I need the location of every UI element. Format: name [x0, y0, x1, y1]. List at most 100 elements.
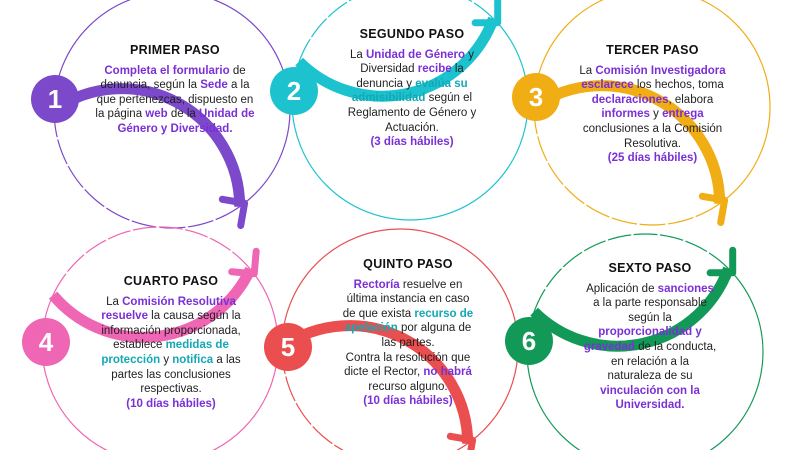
body-text: de la	[167, 108, 199, 121]
highlight-text: (10 días hábiles)	[126, 397, 216, 410]
step-4-arc-dot	[105, 238, 109, 241]
highlight-text: Comisión Investigadora	[595, 64, 726, 77]
highlight-text: Unidad de Género	[366, 48, 466, 61]
step-2-arc-dot	[471, 0, 475, 4]
body-text: Resolutiva.	[624, 137, 681, 150]
step-5-number: 5	[280, 332, 296, 362]
step-3-arc-dot	[693, 215, 696, 219]
body-text: conclusiones a la Comisión	[582, 122, 723, 135]
highlight-text: vinculación con la	[600, 384, 700, 397]
step-1-arrowhead	[218, 195, 249, 229]
step-3-arc	[530, 80, 726, 204]
step-line: (10 días hábiles)	[318, 394, 498, 409]
step-line: Género y Diversidad.	[85, 122, 265, 137]
highlight-text: (10 días hábiles)	[363, 395, 453, 408]
step-3-number: 3	[528, 82, 544, 112]
step-1-title: PRIMER PASO	[130, 43, 220, 57]
step-3-arc-dot	[609, 216, 612, 219]
step-line: partes las conclusiones	[78, 368, 264, 383]
step-line: última instancia en caso	[318, 292, 498, 307]
step-line: proporcionalidad y	[560, 325, 740, 340]
step-1-arc-dot	[129, 219, 132, 222]
step-6-arc-dot	[683, 239, 686, 242]
step-1-arc-dot	[66, 163, 69, 167]
step-3-body: La Comisión Investigadora esclarece los h…	[560, 64, 745, 166]
step-3-arc-dot	[536, 134, 539, 137]
body-text: La	[579, 64, 596, 77]
step-line: denuncia, según la Sede a la	[85, 78, 265, 93]
body-text: de	[229, 64, 246, 77]
step-4-arc-dot	[83, 252, 87, 256]
step-5-badge: 5	[264, 323, 312, 371]
step-line: Actuación.	[322, 121, 502, 136]
step-line: protección y notifica a las	[78, 353, 264, 368]
step-2-arc-dot	[309, 36, 313, 40]
highlight-text: (25 días hábiles)	[607, 152, 698, 165]
body-text: los hechos, toma	[633, 79, 724, 92]
step-2-arc-dot	[326, 16, 329, 20]
step-1-arc-dot	[56, 137, 59, 140]
step-line: gravedad de la conducta,	[560, 340, 740, 355]
highlight-text: proporcionalidad y	[598, 326, 702, 339]
step-2-arc-dot	[346, 0, 350, 3]
step-line: que pertenezcas, dispuesto en	[85, 93, 265, 108]
body-text: Diversidad	[360, 63, 418, 76]
body-text: a las	[213, 353, 241, 366]
step-line: conclusiones a la Comisión	[560, 122, 745, 137]
highlight-text: notifica	[172, 353, 214, 366]
step-1-arc-dot	[104, 206, 107, 209]
body-text: de la conducta,	[634, 340, 717, 353]
step-4-number: 4	[38, 327, 54, 357]
step-1-arc-dot	[185, 225, 189, 229]
step-2-number: 2	[286, 76, 302, 106]
body-text: naturaleza de su	[607, 370, 693, 383]
step-5-arc	[278, 320, 474, 444]
step-line: Universidad.	[560, 398, 740, 413]
body-text: denuncia, según la	[100, 79, 201, 92]
body-text: a la	[227, 79, 250, 92]
step-3-arc-dot	[584, 203, 587, 206]
highlight-text: Comisión Resolutiva	[122, 295, 236, 308]
step-line: respectivas.	[78, 382, 264, 397]
step-1-arc-dot	[82, 187, 86, 190]
step-line: Completa el formulario de	[85, 64, 265, 79]
step-line: apelación por alguna de	[318, 321, 498, 336]
highlight-text: sanciones	[657, 282, 714, 295]
step-6-arrowhead	[706, 246, 737, 277]
step-3-badge: 3	[512, 73, 560, 121]
body-text: Actuación.	[385, 121, 439, 134]
body-text: en relación a la	[611, 355, 689, 368]
highlight-text: esclarece	[581, 79, 634, 92]
step-line: según la	[560, 311, 740, 326]
step-line: La Unidad de Género y	[322, 48, 502, 63]
body-text: la	[451, 63, 464, 76]
step-line: resuelve la causa según la	[78, 309, 264, 324]
step-line: naturaleza de su	[560, 369, 740, 384]
highlight-text: Sede	[200, 79, 228, 92]
highlight-text: medidas de	[165, 339, 229, 352]
step-4-arc-dot	[182, 228, 186, 231]
body-text: y	[649, 108, 663, 121]
step-line: (3 días hábiles)	[322, 135, 502, 150]
step-4-arc-dot	[156, 225, 159, 229]
step-line: (10 días hábiles)	[78, 397, 264, 412]
body-text: la página	[95, 108, 146, 121]
highlight-text: Unidad de	[198, 108, 255, 121]
step-6-arc-dot	[657, 233, 660, 237]
body-text: establece	[113, 339, 166, 352]
step-line: vinculación con la	[560, 384, 740, 399]
body-text: la causa según la	[147, 310, 241, 323]
body-text: respectivas.	[140, 383, 202, 396]
step-line: (25 días hábiles)	[560, 151, 745, 166]
step-line: a la parte responsable	[560, 296, 740, 311]
body-text: última instancia en caso	[346, 293, 470, 306]
highlight-text: apelación	[344, 322, 398, 335]
highlight-text: no habrá	[423, 366, 472, 379]
step-3-arc-dot	[637, 222, 640, 226]
body-text: Aplicación de	[586, 282, 658, 295]
step-3-arc-dot	[562, 184, 566, 187]
